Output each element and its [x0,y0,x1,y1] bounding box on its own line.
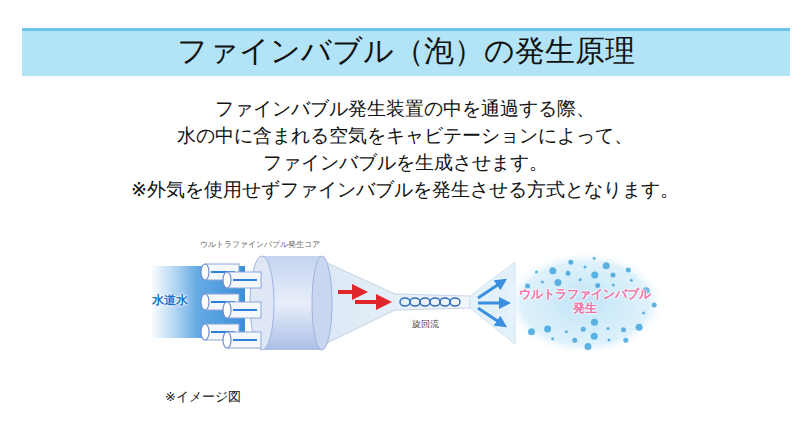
swirl-loop [440,298,450,306]
bubble [535,270,538,273]
bubble [544,326,551,333]
bubble [626,268,631,273]
swirl-flow [400,298,460,306]
bubble [591,271,598,278]
body-text: ファインバブルを生成させます。 [0,151,810,174]
nozzle [325,262,470,344]
tube-end [223,272,231,288]
swirl-loop [410,298,420,306]
bubble [541,281,544,284]
tube-end [223,302,231,318]
bubble [652,302,657,307]
out-arrow [478,302,505,305]
bubble [591,319,598,326]
bubble [554,279,561,286]
core-end [312,256,332,350]
caption: ※イメージ図 [165,389,241,405]
bubble [579,278,582,281]
body-text: 水の中に含まれる空気をキャビテーションによって、 [0,124,810,147]
part-label: ウルトラファインバブル発生コア [200,240,320,250]
title-band-line [22,28,790,31]
bubble [623,338,628,343]
bubble [593,257,596,260]
bubble [584,343,591,350]
core-tube [227,302,261,318]
bubble [630,279,633,282]
bubble [621,327,626,332]
tube-flow [233,339,257,341]
tube-end [201,324,209,340]
note-text: ※外気を使用せずファインバブルを発生させる方式となります。 [0,178,810,201]
bubble [528,328,535,335]
bubble [549,267,556,274]
tube-end [201,264,209,280]
bubble [568,260,573,265]
swirl-loop [430,298,440,306]
part-label: 旋回流 [412,319,439,330]
bubble [566,271,571,276]
tube-end [201,294,209,310]
bubble [565,330,568,333]
out-arrow [478,308,502,324]
flow-arrow [355,300,384,304]
tube-flow [233,309,257,311]
bubble [591,333,598,340]
bubble [607,327,610,330]
result-label: ウルトラファインバブル 発生 [512,287,658,316]
bubble [584,266,587,269]
body-text: ファインバブル発生装置の中を通過する際、 [0,97,810,120]
inflow-label: 水道水 [152,293,188,307]
bubble [603,262,610,269]
core-tube [227,272,261,288]
out-arrow [478,282,502,298]
bubble [611,272,616,277]
bubble [612,283,615,286]
flow-arrow [338,290,360,294]
swirl-loop [400,298,410,306]
bubble-cloud [505,251,665,355]
bubble [642,312,645,315]
title-band [22,28,790,76]
bubble [607,339,610,342]
bubble [572,338,577,343]
swirl-loop [420,298,430,306]
core-tube [227,332,261,348]
bubble [581,327,586,332]
bubble [636,324,643,331]
core-tubes [201,264,261,348]
bubble [551,337,554,340]
tube-end [223,332,231,348]
swirl-loop [450,298,460,306]
title: ファインバブル（泡）の発生原理 [22,33,790,69]
tube-flow [233,279,257,281]
